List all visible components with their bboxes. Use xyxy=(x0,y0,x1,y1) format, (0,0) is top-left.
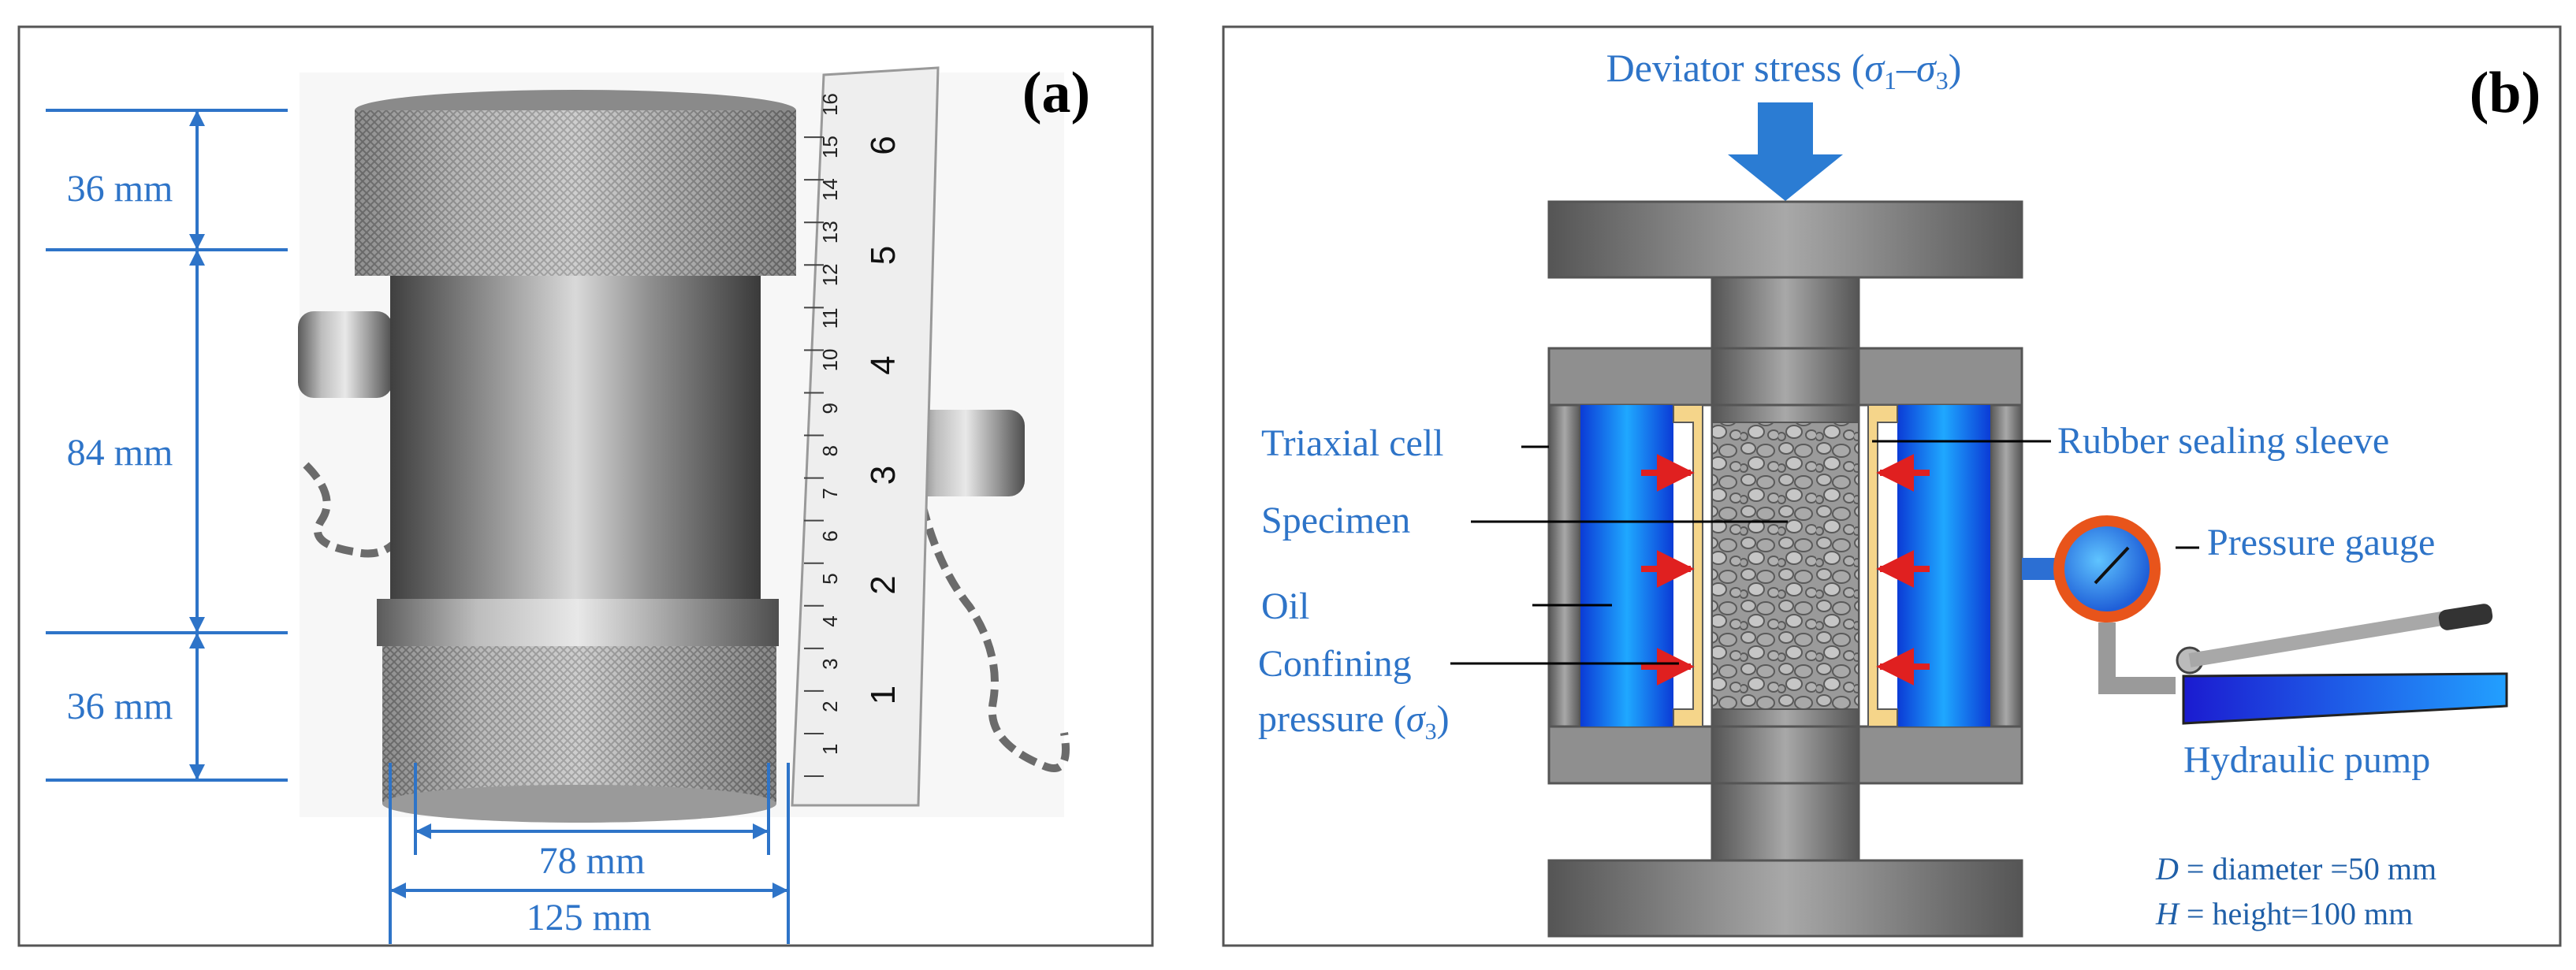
rubber-sleeve-right xyxy=(1867,404,1898,727)
specimen xyxy=(1711,422,1859,710)
confining-pressure-arrows xyxy=(1641,454,1930,686)
specimen-label: Specimen xyxy=(1261,500,1410,541)
hydraulic-pump-label: Hydraulic pump xyxy=(2183,739,2430,781)
ruler-small-mark: 8 xyxy=(818,445,842,456)
triaxial-cell-left-wall xyxy=(1547,403,1582,728)
confining-label-line2: pressure (σ3) xyxy=(1258,698,1450,745)
panel-b-frame xyxy=(1222,25,2562,947)
cylinder-body xyxy=(390,276,761,638)
confining-label-line1: Confining xyxy=(1258,643,1412,685)
deviator-stress-arrow-icon xyxy=(1728,102,1843,201)
horizontal-dimensions xyxy=(389,763,790,944)
triaxial-cell-right-wall xyxy=(1989,403,2023,728)
ruler-small-mark: 5 xyxy=(818,573,842,584)
ruler-small-mark: 13 xyxy=(818,221,842,243)
ruler-small-mark: 10 xyxy=(818,348,842,371)
ruler-small-mark: 15 xyxy=(818,136,842,158)
right-connector xyxy=(906,410,1025,496)
ruler-small-mark: 9 xyxy=(818,403,842,414)
leader-lines xyxy=(1450,440,2199,665)
ruler-cm-mark: 5 xyxy=(864,246,903,265)
dim-top-cap-label: 36 mm xyxy=(67,168,173,210)
ruler-small-mark: 1 xyxy=(818,744,842,755)
pump-lever xyxy=(2188,610,2453,667)
ruler-cm-mark: 1 xyxy=(864,686,903,704)
ruler-small-mark: 14 xyxy=(818,178,842,201)
ruler-small-mark: 11 xyxy=(818,307,842,329)
rubber-sleeve-left xyxy=(1673,404,1703,727)
ruler-cm-mark: 4 xyxy=(864,355,903,374)
left-chain xyxy=(303,462,404,558)
deviator-stress-label: Deviator stress (σ1–σ3) xyxy=(1606,46,1962,95)
hydraulic-pump-body xyxy=(2182,672,2508,725)
vertical-dimensions xyxy=(46,109,288,782)
panel-b-tag: (b) xyxy=(2470,61,2541,125)
ruler-small-mark: 7 xyxy=(818,488,842,499)
ruler-cm-mark: 2 xyxy=(864,575,903,594)
right-chain xyxy=(918,503,1070,772)
diameter-note: D = diameter =50 mm xyxy=(2155,851,2436,886)
ruler-small-mark: 2 xyxy=(818,701,842,712)
dim-bottom-cap-label: 36 mm xyxy=(67,686,173,727)
bottom-loading-plate xyxy=(1547,859,2023,938)
height-note: H = height=100 mm xyxy=(2155,896,2413,931)
dim-inner-width-label: 78 mm xyxy=(539,840,646,882)
dim-outer-width-label: 125 mm xyxy=(527,897,652,938)
ruler-small-mark: 3 xyxy=(818,658,842,669)
triaxial-cell-label: Triaxial cell xyxy=(1261,422,1444,464)
pump-handle xyxy=(2438,604,2493,630)
panel-a-tag: (a) xyxy=(1022,61,1090,125)
left-connector xyxy=(298,311,393,398)
ruler-small-mark: 6 xyxy=(818,530,842,541)
hydraulic-line xyxy=(2098,623,2176,694)
ruler-cm-mark: 6 xyxy=(864,136,903,154)
horizontal-dimension-arrows xyxy=(390,823,788,898)
ruler-small-mark: 12 xyxy=(818,263,842,286)
dim-body-label: 84 mm xyxy=(67,432,173,474)
oil-label: Oil xyxy=(1261,585,1309,627)
top-loading-plate xyxy=(1547,200,2023,279)
ruler-cm-mark: 3 xyxy=(864,466,903,485)
vertical-dimension-arrows xyxy=(189,110,205,780)
panel-b: Deviator stress (σ1–σ3) xyxy=(1222,25,2562,947)
pressure-gauge-label: Pressure gauge xyxy=(2207,522,2435,563)
rubber-sleeve-label: Rubber sealing sleeve xyxy=(2057,420,2389,462)
ruler-small-mark: 4 xyxy=(818,615,842,626)
ruler-small-mark: 16 xyxy=(818,93,842,116)
